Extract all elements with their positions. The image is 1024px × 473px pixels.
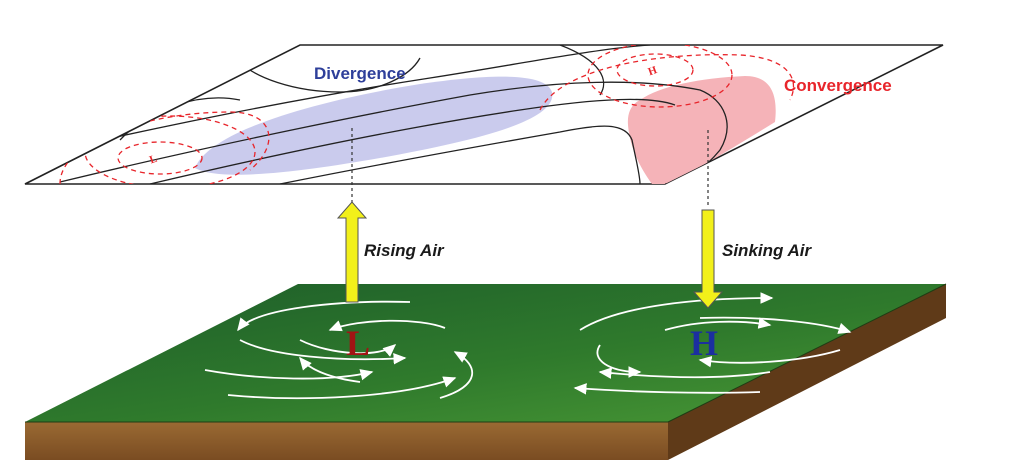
surface-high-label: H <box>690 323 718 363</box>
circulation-arrow <box>596 344 642 378</box>
circulation-arrow <box>598 367 771 379</box>
dashed-contour <box>84 115 256 184</box>
ground-block <box>25 283 947 460</box>
contour-line <box>149 98 676 184</box>
ground-front-face <box>25 422 668 460</box>
circulation-arrow <box>237 300 411 332</box>
convergence-label: Convergence <box>784 76 892 95</box>
circulation-arrow <box>328 319 446 332</box>
upper-level-plane: L H Divergence Convergence <box>24 44 944 185</box>
circulation-arrow <box>299 356 361 383</box>
dashed-contour <box>117 141 203 175</box>
surface-low-label: L <box>346 323 370 363</box>
circulation-arrow <box>439 351 473 399</box>
circulation-arrow <box>579 292 774 331</box>
contour-line <box>279 125 641 184</box>
dashed-contour <box>539 54 795 111</box>
high-circulation-arrows <box>573 292 852 395</box>
circulation-arrow <box>204 369 374 381</box>
circulation-arrow <box>227 376 457 400</box>
circulation-arrow <box>573 383 761 395</box>
circulation-arrow <box>239 339 407 365</box>
divergence-label: Divergence <box>314 64 406 83</box>
dashed-contour <box>587 45 733 108</box>
contour-line <box>25 45 651 159</box>
convergence-shading <box>627 76 776 184</box>
rising-air-label: Rising Air <box>364 241 445 260</box>
circulation-arrow <box>664 317 772 331</box>
contour-line <box>229 51 421 93</box>
rising-air-arrow <box>336 201 368 303</box>
ground-edge <box>667 283 947 423</box>
divergence-shading <box>195 76 553 175</box>
sinking-air-label: Sinking Air <box>722 241 812 260</box>
circulation-arrow <box>698 349 841 368</box>
sinking-air-arrow <box>692 209 724 309</box>
ground-right-face <box>668 284 946 460</box>
contour-line <box>59 81 728 184</box>
upper-low-marker: L <box>148 153 159 167</box>
circulation-arrow <box>299 339 397 357</box>
circulation-arrow <box>699 316 852 334</box>
low-circulation-arrows <box>204 300 473 400</box>
dashed-contour <box>616 53 694 87</box>
